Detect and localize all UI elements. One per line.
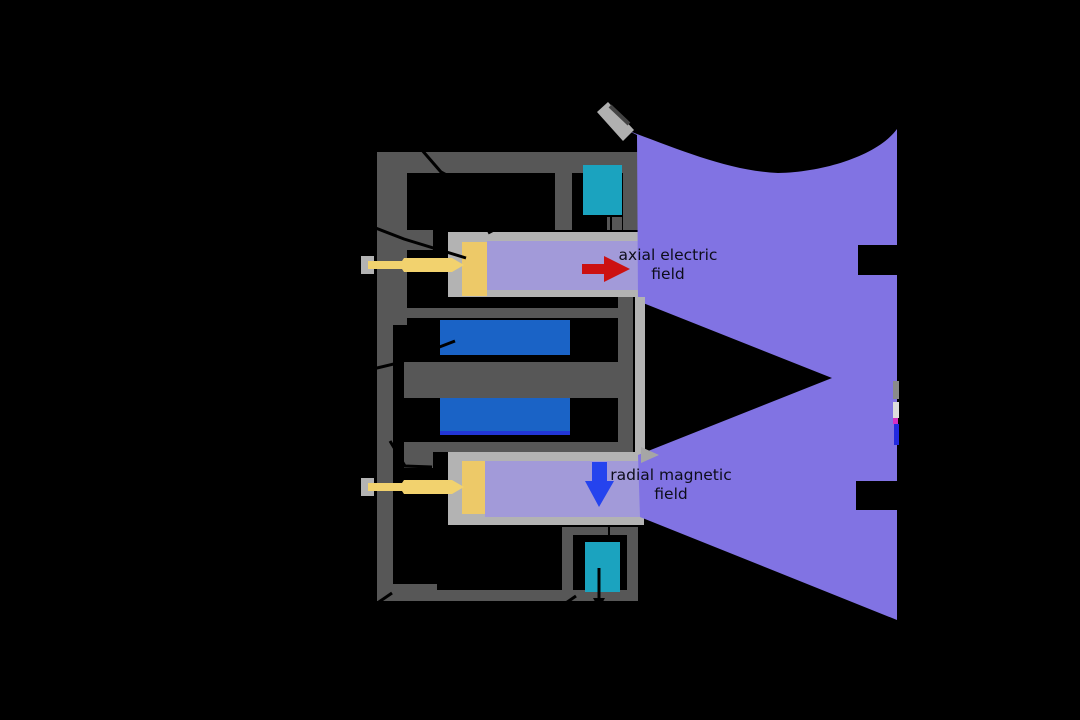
fragment-blue bbox=[894, 424, 899, 445]
gas-feed-tube-lower bbox=[368, 480, 464, 494]
anode-lower bbox=[462, 461, 485, 514]
cathode bbox=[597, 102, 634, 141]
leader-line-channel bbox=[487, 222, 506, 235]
electromagnet-coil-upper bbox=[440, 320, 570, 355]
leader-line-step bbox=[388, 440, 433, 469]
plume-edge-fragments bbox=[893, 381, 899, 445]
leader-arrowhead bbox=[593, 598, 605, 609]
cathode-body bbox=[597, 102, 634, 141]
gas-feed-cap-upper bbox=[361, 256, 374, 274]
radial-field-label-line1: radial magnetic bbox=[610, 466, 731, 484]
pole-strip-upper bbox=[404, 308, 633, 318]
plasma-plume bbox=[629, 129, 897, 620]
leader-line-top bbox=[419, 148, 453, 180]
right-connector-upper bbox=[618, 297, 633, 362]
coil-lower-edge bbox=[440, 431, 570, 435]
lower-frame-top bbox=[562, 527, 638, 535]
body-step-bottom bbox=[392, 584, 437, 592]
plume-notch-upper bbox=[858, 245, 904, 275]
electromagnet-coil-lower bbox=[440, 398, 570, 431]
anode-upper bbox=[462, 242, 487, 296]
front-plate bbox=[635, 297, 645, 452]
gas-feed-cap-lower bbox=[361, 478, 374, 496]
inner-coil-lower bbox=[585, 542, 620, 592]
body-bottom-bar bbox=[392, 590, 635, 601]
channel-interior-lower bbox=[485, 461, 641, 517]
leader-line-anode bbox=[372, 225, 467, 260]
exhaust-arrow-icon bbox=[641, 447, 659, 463]
axial-field-label-line1: axial electric bbox=[619, 246, 718, 264]
lower-frame-left bbox=[562, 527, 573, 601]
center-pole bbox=[404, 362, 633, 398]
right-connector-lower bbox=[618, 398, 633, 452]
leader-line-coil bbox=[359, 339, 456, 374]
radial-field-label-line2: field bbox=[654, 485, 687, 503]
pole-strip-lower bbox=[404, 442, 633, 452]
axial-field-label-line2: field bbox=[651, 265, 684, 283]
axial-electric-field-label: axial electric field bbox=[619, 246, 718, 283]
radial-magnetic-field-label: radial magnetic field bbox=[610, 466, 731, 503]
lower-frame-right bbox=[627, 527, 638, 601]
axial-electric-field-arrow-icon bbox=[582, 256, 630, 282]
leader-line-bottom-bar bbox=[559, 594, 577, 609]
leader-lines bbox=[359, 148, 612, 617]
gas-feed-tube-upper bbox=[368, 258, 464, 272]
plume-notch-lower bbox=[856, 481, 904, 510]
upper-frame-left bbox=[555, 152, 572, 230]
upper-frame-tab bbox=[607, 217, 622, 230]
leader-line-bottom bbox=[359, 591, 393, 617]
body-left-column bbox=[377, 152, 393, 601]
fragment-magenta bbox=[893, 418, 898, 424]
fragment-gray bbox=[893, 381, 899, 399]
discharge-channel-lower bbox=[448, 452, 644, 525]
radial-magnetic-field-arrow-icon bbox=[585, 462, 614, 507]
fragment-white bbox=[893, 402, 899, 418]
inner-coil-upper bbox=[583, 165, 622, 215]
cathode-edge bbox=[608, 104, 631, 126]
